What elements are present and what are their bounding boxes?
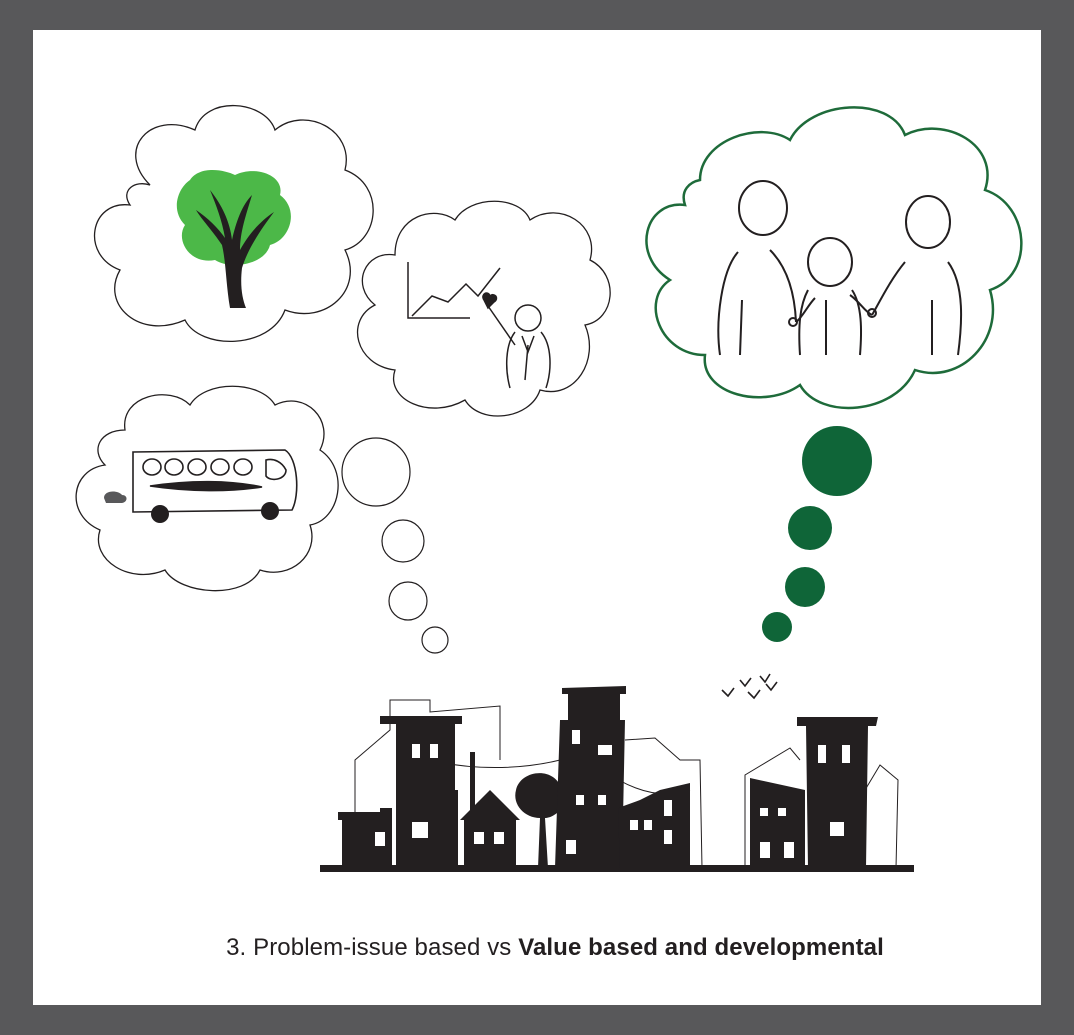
caption-bold: Value based and developmental bbox=[518, 934, 884, 961]
presentation-thought-cloud bbox=[357, 200, 611, 417]
left-thought-trail bbox=[341, 437, 449, 654]
right-thought-trail bbox=[762, 426, 872, 642]
bus-thought-cloud bbox=[75, 385, 339, 592]
presentation-chart-icon bbox=[407, 262, 551, 389]
bus-icon bbox=[104, 449, 298, 523]
city-skyline-icon bbox=[320, 686, 914, 872]
birds-icon bbox=[721, 673, 778, 700]
people-holding-hands-icon bbox=[717, 180, 963, 356]
caption-prefix: 3. Problem-issue based vs bbox=[226, 934, 519, 961]
figure-caption: 3. Problem-issue based vs Value based an… bbox=[0, 934, 1074, 962]
community-thought-cloud bbox=[645, 106, 1023, 410]
tree-thought-cloud bbox=[93, 104, 374, 343]
tree-icon bbox=[176, 170, 291, 308]
